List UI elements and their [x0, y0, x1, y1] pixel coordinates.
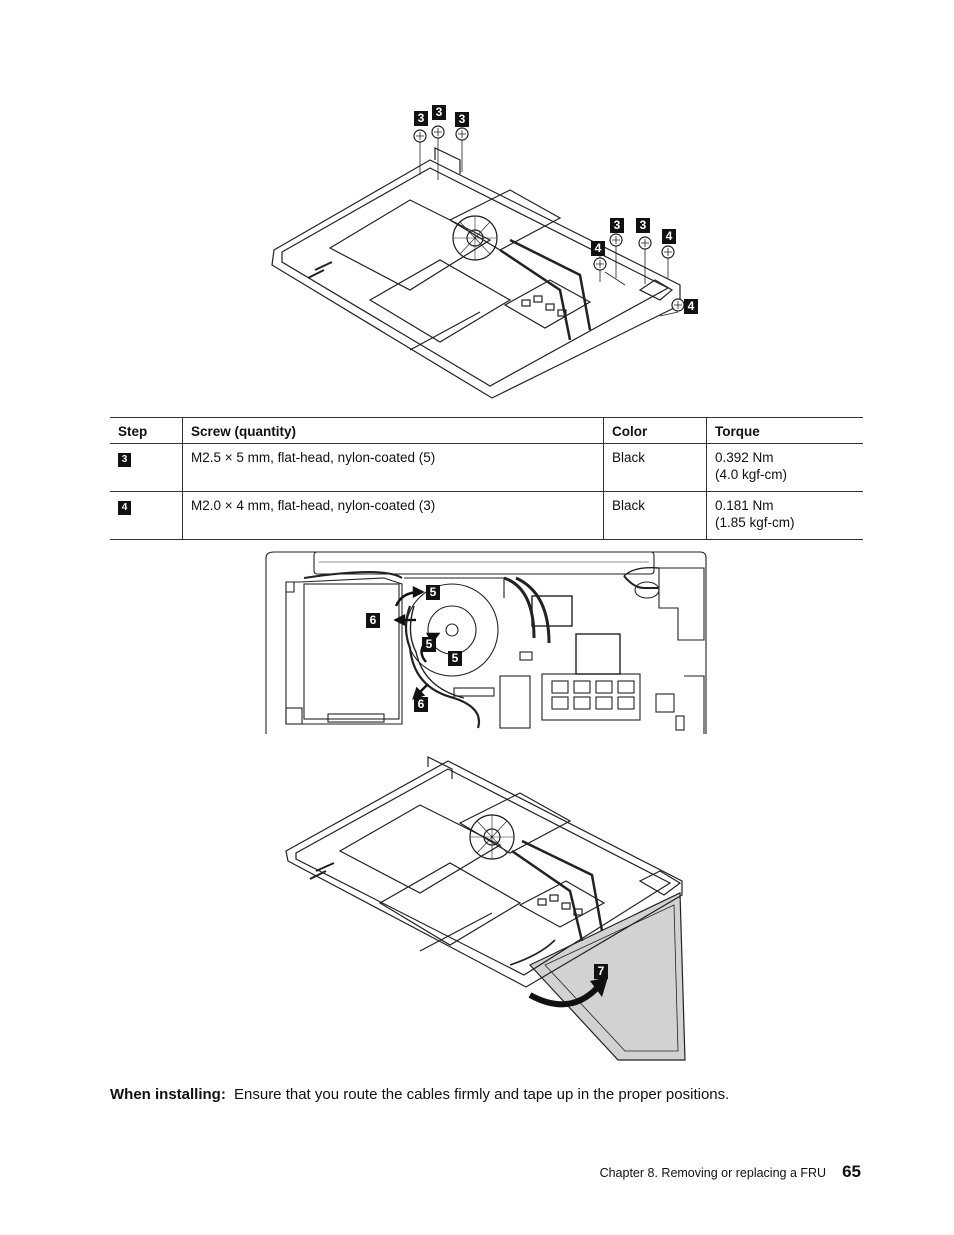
- column-header-color: Color: [603, 417, 707, 444]
- base-removal-illustration: [285, 756, 686, 1061]
- table-row: 4 M2.0 × 4 mm, flat-head, nylon-coated (…: [110, 491, 863, 540]
- step-cell: 4: [110, 491, 183, 540]
- figure-base-removal: 7: [280, 755, 690, 1065]
- figure-cable-routing: 5 6 5 5 6: [264, 548, 710, 734]
- step-badge: 3: [118, 453, 131, 467]
- callout-step-3: 3: [414, 111, 428, 126]
- callout-step-3: 3: [432, 105, 446, 120]
- callout-step-6: 6: [414, 697, 428, 712]
- torque-nm: 0.392 Nm: [715, 450, 774, 465]
- laptop-base-illustration: [271, 125, 685, 399]
- screw-cell: M2.5 × 5 mm, flat-head, nylon-coated (5): [182, 443, 604, 492]
- callout-step-3: 3: [610, 218, 624, 233]
- color-cell: Black: [603, 443, 707, 492]
- torque-kgf: (1.85 kgf-cm): [715, 515, 795, 530]
- callout-step-3: 3: [636, 218, 650, 233]
- table-row: 3 M2.5 × 5 mm, flat-head, nylon-coated (…: [110, 443, 863, 492]
- screw-cell: M2.0 × 4 mm, flat-head, nylon-coated (3): [182, 491, 604, 540]
- callout-step-6: 6: [366, 613, 380, 628]
- torque-cell: 0.181 Nm (1.85 kgf-cm): [706, 491, 863, 540]
- note-text: Ensure that you route the cables firmly …: [234, 1086, 730, 1103]
- page-number: 65: [842, 1162, 861, 1181]
- torque-cell: 0.392 Nm (4.0 kgf-cm): [706, 443, 863, 492]
- column-header-screw: Screw (quantity): [182, 417, 604, 444]
- page-footer: Chapter 8. Removing or replacing a FRU 6…: [600, 1162, 861, 1182]
- torque-nm: 0.181 Nm: [715, 498, 774, 513]
- chapter-title: Chapter 8. Removing or replacing a FRU: [599, 1166, 827, 1180]
- callout-step-4: 4: [684, 299, 698, 314]
- callout-step-5: 5: [426, 585, 440, 600]
- installation-note: When installing: Ensure that you route t…: [110, 1086, 729, 1103]
- color-cell: Black: [603, 491, 707, 540]
- column-header-torque: Torque: [706, 417, 863, 444]
- screw-spec-table: Step Screw (quantity) Color Torque 3 M2.…: [110, 417, 863, 540]
- step-badge: 4: [118, 501, 131, 515]
- callout-step-4: 4: [591, 241, 605, 256]
- callout-step-5: 5: [422, 637, 436, 652]
- note-label: When installing:: [110, 1086, 226, 1103]
- callout-step-7: 7: [594, 964, 608, 979]
- cable-routing-illustration: [265, 551, 707, 734]
- callout-step-5: 5: [448, 651, 462, 666]
- column-header-step: Step: [110, 417, 183, 444]
- torque-kgf: (4.0 kgf-cm): [715, 467, 788, 482]
- figure-screw-removal: 3 3 3 3 3 4 4 4: [260, 100, 710, 405]
- callout-step-4: 4: [662, 229, 676, 244]
- callout-step-3: 3: [455, 112, 469, 127]
- table-header-row: Step Screw (quantity) Color Torque: [110, 417, 863, 444]
- step-cell: 3: [110, 443, 183, 492]
